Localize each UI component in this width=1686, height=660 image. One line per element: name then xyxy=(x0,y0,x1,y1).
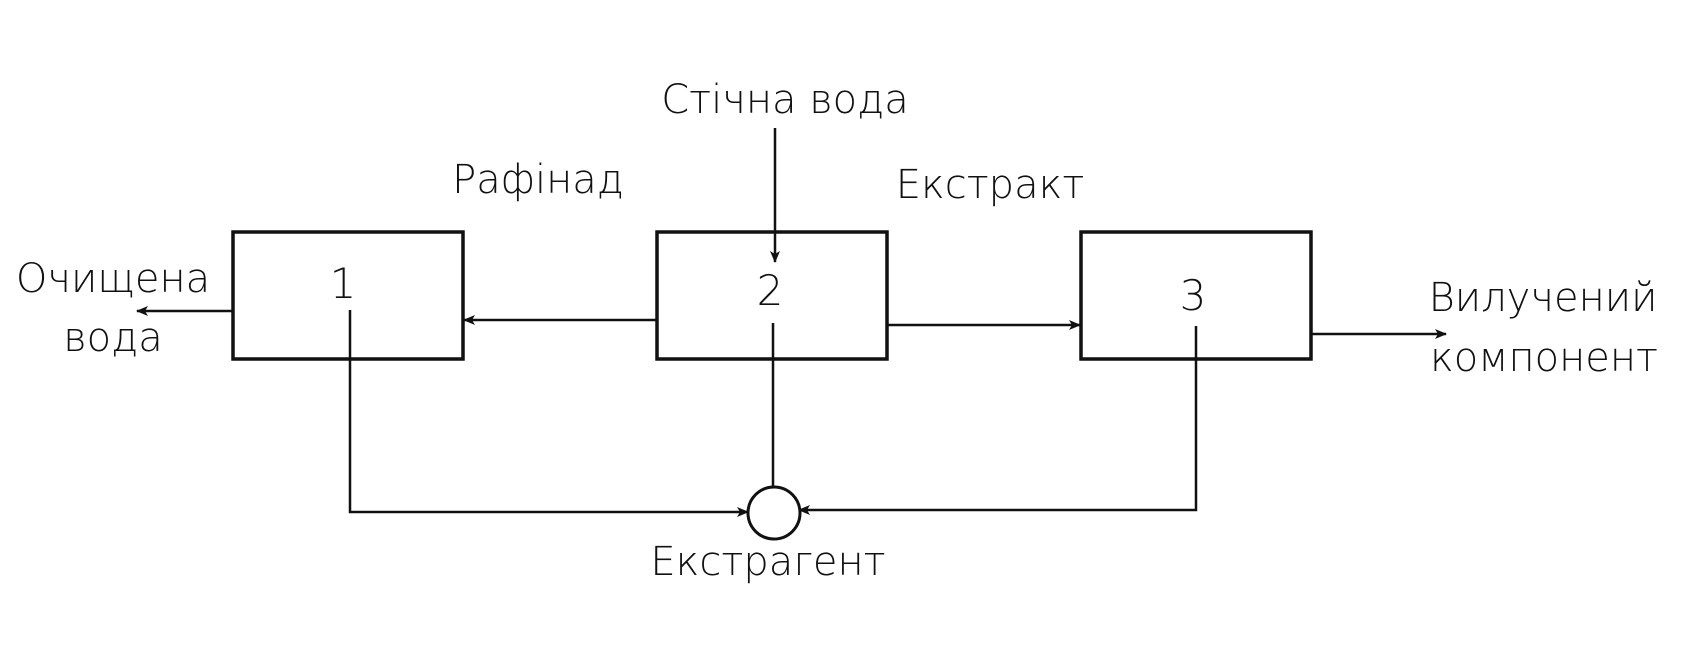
extracted-component-label-line1: Вилучений xyxy=(1429,275,1658,321)
block-1-label: 1 xyxy=(330,259,357,308)
block-3-label: 3 xyxy=(1180,271,1207,320)
extractant-mixer-node xyxy=(746,485,802,541)
extract-label: Екстракт xyxy=(896,162,1085,208)
extractant-return-line-1 xyxy=(348,310,749,517)
extractant-label: Екстрагент xyxy=(650,539,885,585)
extracted-component-label-line2: компонент xyxy=(1430,335,1658,381)
block-1 xyxy=(231,230,465,361)
cleaned-water-label-line1: Очищена xyxy=(16,256,210,302)
wastewater-label: Стічна вода xyxy=(661,77,909,123)
cleaned-water-label-line2: вода xyxy=(63,315,163,361)
raffinate-label: Рафінад xyxy=(452,157,624,203)
extractant-return-line-3 xyxy=(798,326,1198,515)
block-2-label: 2 xyxy=(757,266,784,315)
